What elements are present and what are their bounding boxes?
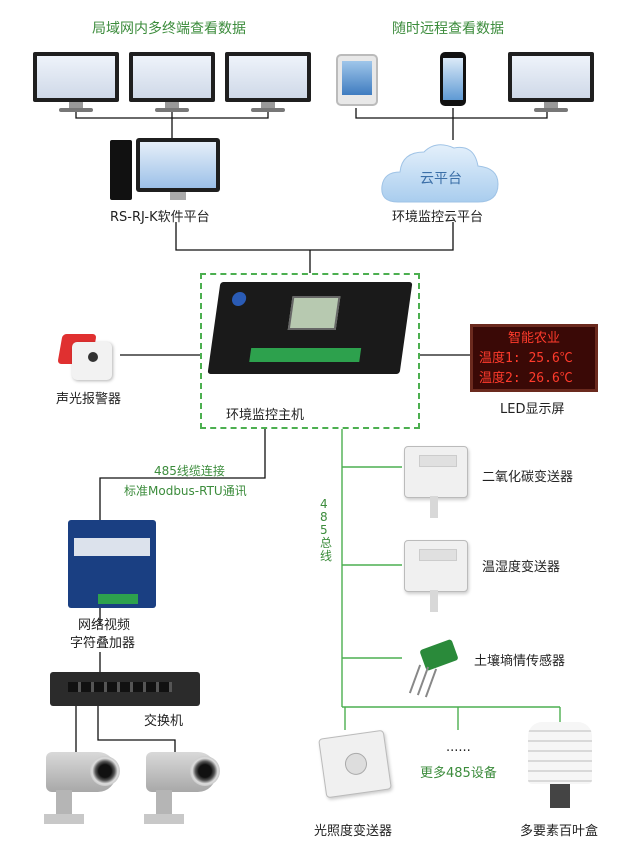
phone-icon [440, 52, 466, 106]
network-switch-icon [50, 672, 200, 706]
pc-tower-icon [110, 140, 132, 200]
pc-monitor-icon [136, 138, 220, 192]
led-screen: 智能农业 温度1: 25.6℃ 温度2: 26.6℃ [470, 324, 598, 392]
lan-monitor-2 [129, 52, 215, 112]
switch-label: 交换机 [144, 714, 184, 729]
remote-monitor-icon [508, 52, 594, 112]
cloud-icon [381, 144, 499, 203]
louver-label: 多要素百叶盒 [520, 824, 599, 839]
temp-humidity-sensor-icon [404, 540, 468, 592]
cloud-text: 云平台 [420, 171, 462, 187]
tablet-icon [336, 54, 378, 106]
louver-box-icon [528, 722, 592, 810]
light-sensor-icon [318, 729, 392, 799]
bus-label: 485总线 [320, 497, 333, 563]
camera-icon-1 [44, 752, 120, 824]
modbus-label: 标准Modbus-RTU通讯 [124, 484, 247, 498]
alarm-icon [57, 330, 116, 382]
video-overlay-label-1: 网络视频 [78, 618, 131, 633]
lan-monitor-1 [33, 52, 119, 112]
led-line-1: 智能农业 [507, 331, 560, 346]
lan-monitor-3 [225, 52, 311, 112]
cloud-platform-label: 环境监控云平台 [392, 210, 484, 225]
led-label: LED显示屏 [500, 402, 565, 417]
alarm-label: 声光报警器 [56, 392, 122, 407]
light-label: 光照度变送器 [314, 824, 393, 839]
temp-humidity-label: 温湿度变送器 [482, 560, 561, 575]
host-label: 环境监控主机 [226, 408, 305, 423]
more-devices-label: 更多485设备 [420, 766, 497, 781]
co2-sensor-icon [404, 446, 468, 498]
soil-sensor-icon [404, 638, 464, 698]
software-platform-label: RS-RJ-K软件平台 [110, 210, 210, 225]
video-overlay-label-2: 字符叠加器 [70, 636, 136, 651]
cable-connection-label: 485线缆连接 [154, 464, 225, 478]
co2-label: 二氧化碳变送器 [482, 470, 574, 485]
video-overlay-device [68, 520, 156, 608]
soil-label: 土壤墒情传感器 [474, 654, 566, 669]
led-line-2: 温度1: 25.6℃ [479, 351, 573, 366]
more-dots: ...... [446, 740, 471, 755]
camera-icon-2 [144, 752, 220, 824]
lan-view-heading: 局域网内多终端查看数据 [92, 21, 246, 37]
remote-view-heading: 随时远程查看数据 [392, 21, 504, 37]
host-device [207, 282, 413, 374]
led-line-3: 温度2: 26.6℃ [479, 371, 573, 386]
host-box [200, 273, 420, 429]
